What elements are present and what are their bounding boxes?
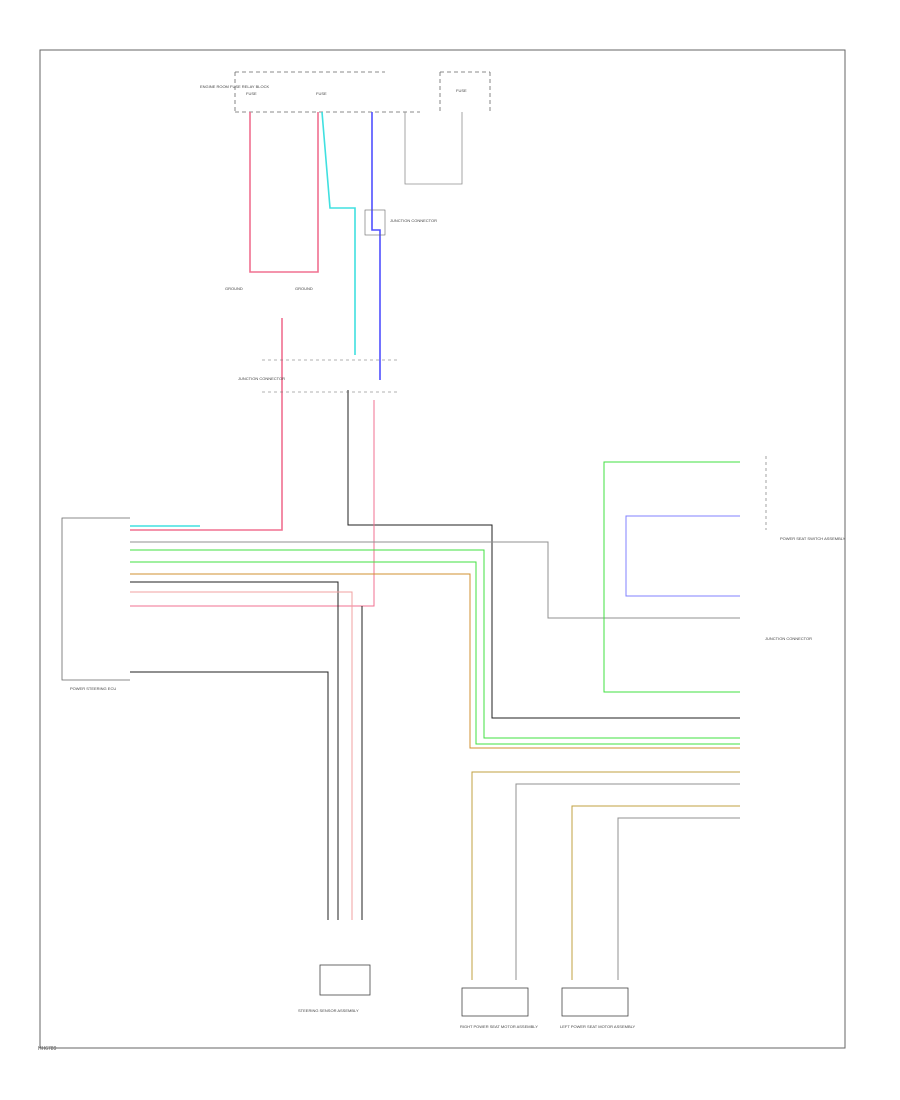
steering-sensor-assembly: STEERING SENSOR ASSEMBLY — [298, 964, 371, 1013]
junction-3-label: JUNCTION CONNECTOR — [765, 636, 812, 641]
wire-red-vertical — [130, 318, 283, 531]
wire-gray-right — [515, 783, 740, 980]
motor-left-label: LEFT POWER SEAT MOTOR ASSEMBLY — [560, 1024, 636, 1029]
fuse-relay-block-label: ENGINE ROOM FUSE RELAY BLOCK — [200, 84, 270, 89]
wire-gray-switch — [130, 541, 740, 619]
power-seat-switch: POWER SEAT SWITCH ASSEMBLY JUNCTION CONN… — [765, 456, 846, 641]
wire-red-1 — [249, 112, 319, 273]
fuse-left-label: FUSE — [246, 91, 257, 96]
junction-1-label: JUNCTION CONNECTOR — [238, 376, 285, 381]
wire-pink-sensor — [130, 591, 353, 920]
junction-connector-1: JUNCTION CONNECTOR — [238, 359, 400, 393]
sensor-assembly-label: STEERING SENSOR ASSEMBLY — [298, 1008, 359, 1013]
wire-green-1 — [130, 549, 740, 739]
wire-blue-switch — [625, 515, 740, 597]
wire-green-2 — [130, 561, 740, 745]
fuse-right-label: FUSE — [456, 88, 467, 93]
wire-red-2 — [130, 400, 375, 607]
right-seat-motor: RIGHT POWER SEAT MOTOR ASSEMBLY — [460, 987, 538, 1029]
wires — [130, 111, 740, 980]
switch-assembly-label: POWER SEAT SWITCH ASSEMBLY — [780, 536, 846, 541]
junction-connector-2: JUNCTION CONNECTOR — [364, 209, 437, 236]
ground-1-label: GROUND — [225, 286, 243, 291]
wire-gray-relay — [404, 112, 463, 185]
wire-tan-left — [571, 805, 740, 980]
left-seat-motor: LEFT POWER SEAT MOTOR ASSEMBLY — [560, 987, 636, 1029]
wire-dark-1 — [347, 390, 740, 719]
wire-dark-sensor — [130, 581, 339, 920]
ground-2-label: GROUND — [295, 286, 313, 291]
wire-dark-sensor-2 — [130, 671, 329, 920]
junction-2-label: JUNCTION CONNECTOR — [390, 218, 437, 223]
wire-green-switch — [603, 461, 740, 693]
diagram-border — [39, 49, 846, 1049]
wire-blue — [371, 112, 381, 380]
motor-right-label: RIGHT POWER SEAT MOTOR ASSEMBLY — [460, 1024, 538, 1029]
fuse-mid-label: FUSE — [316, 91, 327, 96]
fuse-relay-block: ENGINE ROOM FUSE RELAY BLOCK FUSE FUSE F… — [200, 71, 491, 113]
ecu-label: POWER STEERING ECU — [70, 686, 116, 691]
wire-cyan — [321, 111, 356, 355]
wire-orange — [130, 573, 740, 749]
wire-tan-right — [471, 771, 740, 980]
ecu-box: POWER STEERING ECU — [61, 517, 130, 691]
wire-gray-left — [617, 817, 740, 980]
footer-code: HH6789 — [38, 1046, 57, 1052]
